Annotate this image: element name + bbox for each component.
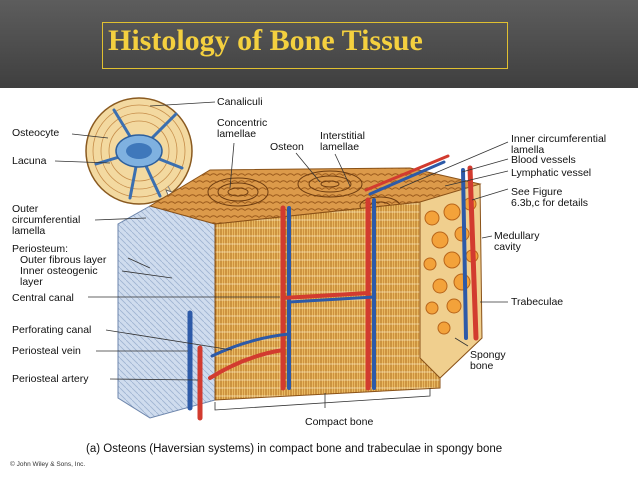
label-osteon: Osteon <box>270 141 304 153</box>
label-osteocyte: Osteocyte <box>12 127 60 139</box>
label-interstitial-lamellae: Interstitial <box>320 130 365 142</box>
label-see-figure: See Figure <box>511 186 563 198</box>
label-medullary-cavity-2: cavity <box>494 241 521 253</box>
label-inner-osteogenic-layer-2: layer <box>20 276 43 288</box>
label-lymphatic-vessel: Lymphatic vessel <box>511 167 592 179</box>
label-periosteum: Periosteum: <box>12 243 69 255</box>
label-periosteal-artery: Periosteal artery <box>12 373 89 385</box>
slide-title: Histology of Bone Tissue <box>108 24 423 57</box>
copyright-credit: © John Wiley & Sons, Inc. <box>10 461 86 468</box>
label-blood-vessels: Blood vessels <box>511 154 576 166</box>
compact-bone-bracket <box>214 388 431 411</box>
osteocyte-magnified-view <box>85 97 193 205</box>
label-inner-osteogenic-layer: Inner osteogenic <box>20 265 98 277</box>
label-perforating-canal: Perforating canal <box>12 324 92 336</box>
figure-caption: (a) Osteons (Haversian systems) in compa… <box>86 443 503 455</box>
label-periosteal-vein: Periosteal vein <box>12 345 81 357</box>
label-canaliculi: Canaliculi <box>217 96 263 108</box>
label-inner-circumferential: Inner circumferential <box>511 133 607 145</box>
label-outer-circumferential-3: lamella <box>12 225 46 237</box>
label-outer-circumferential-2: circumferential <box>12 214 81 226</box>
blood-vessels <box>187 154 479 421</box>
label-inner-circumferential-2: lamella <box>511 144 545 156</box>
label-concentric-lamellae-2: lamellae <box>217 128 257 140</box>
label-compact-bone: Compact bone <box>305 416 374 428</box>
label-outer-fibrous-layer: Outer fibrous layer <box>20 254 107 266</box>
label-outer-circumferential: Outer <box>12 203 39 215</box>
label-medullary-cavity: Medullary <box>494 230 540 242</box>
label-trabeculae: Trabeculae <box>511 296 564 308</box>
label-lacuna: Lacuna <box>12 155 47 167</box>
label-see-figure-2: 6.3b,c for details <box>511 197 589 209</box>
title-banner <box>0 0 638 88</box>
label-concentric-lamellae: Concentric <box>217 117 268 129</box>
bone-diagram <box>54 97 509 421</box>
title-frame <box>102 22 508 69</box>
label-interstitial-lamellae-2: lamellae <box>320 141 360 153</box>
label-central-canal: Central canal <box>12 292 74 304</box>
label-spongy-bone: Spongy <box>470 349 506 361</box>
leader-lines <box>54 101 509 408</box>
label-spongy-bone-2: bone <box>470 360 494 372</box>
